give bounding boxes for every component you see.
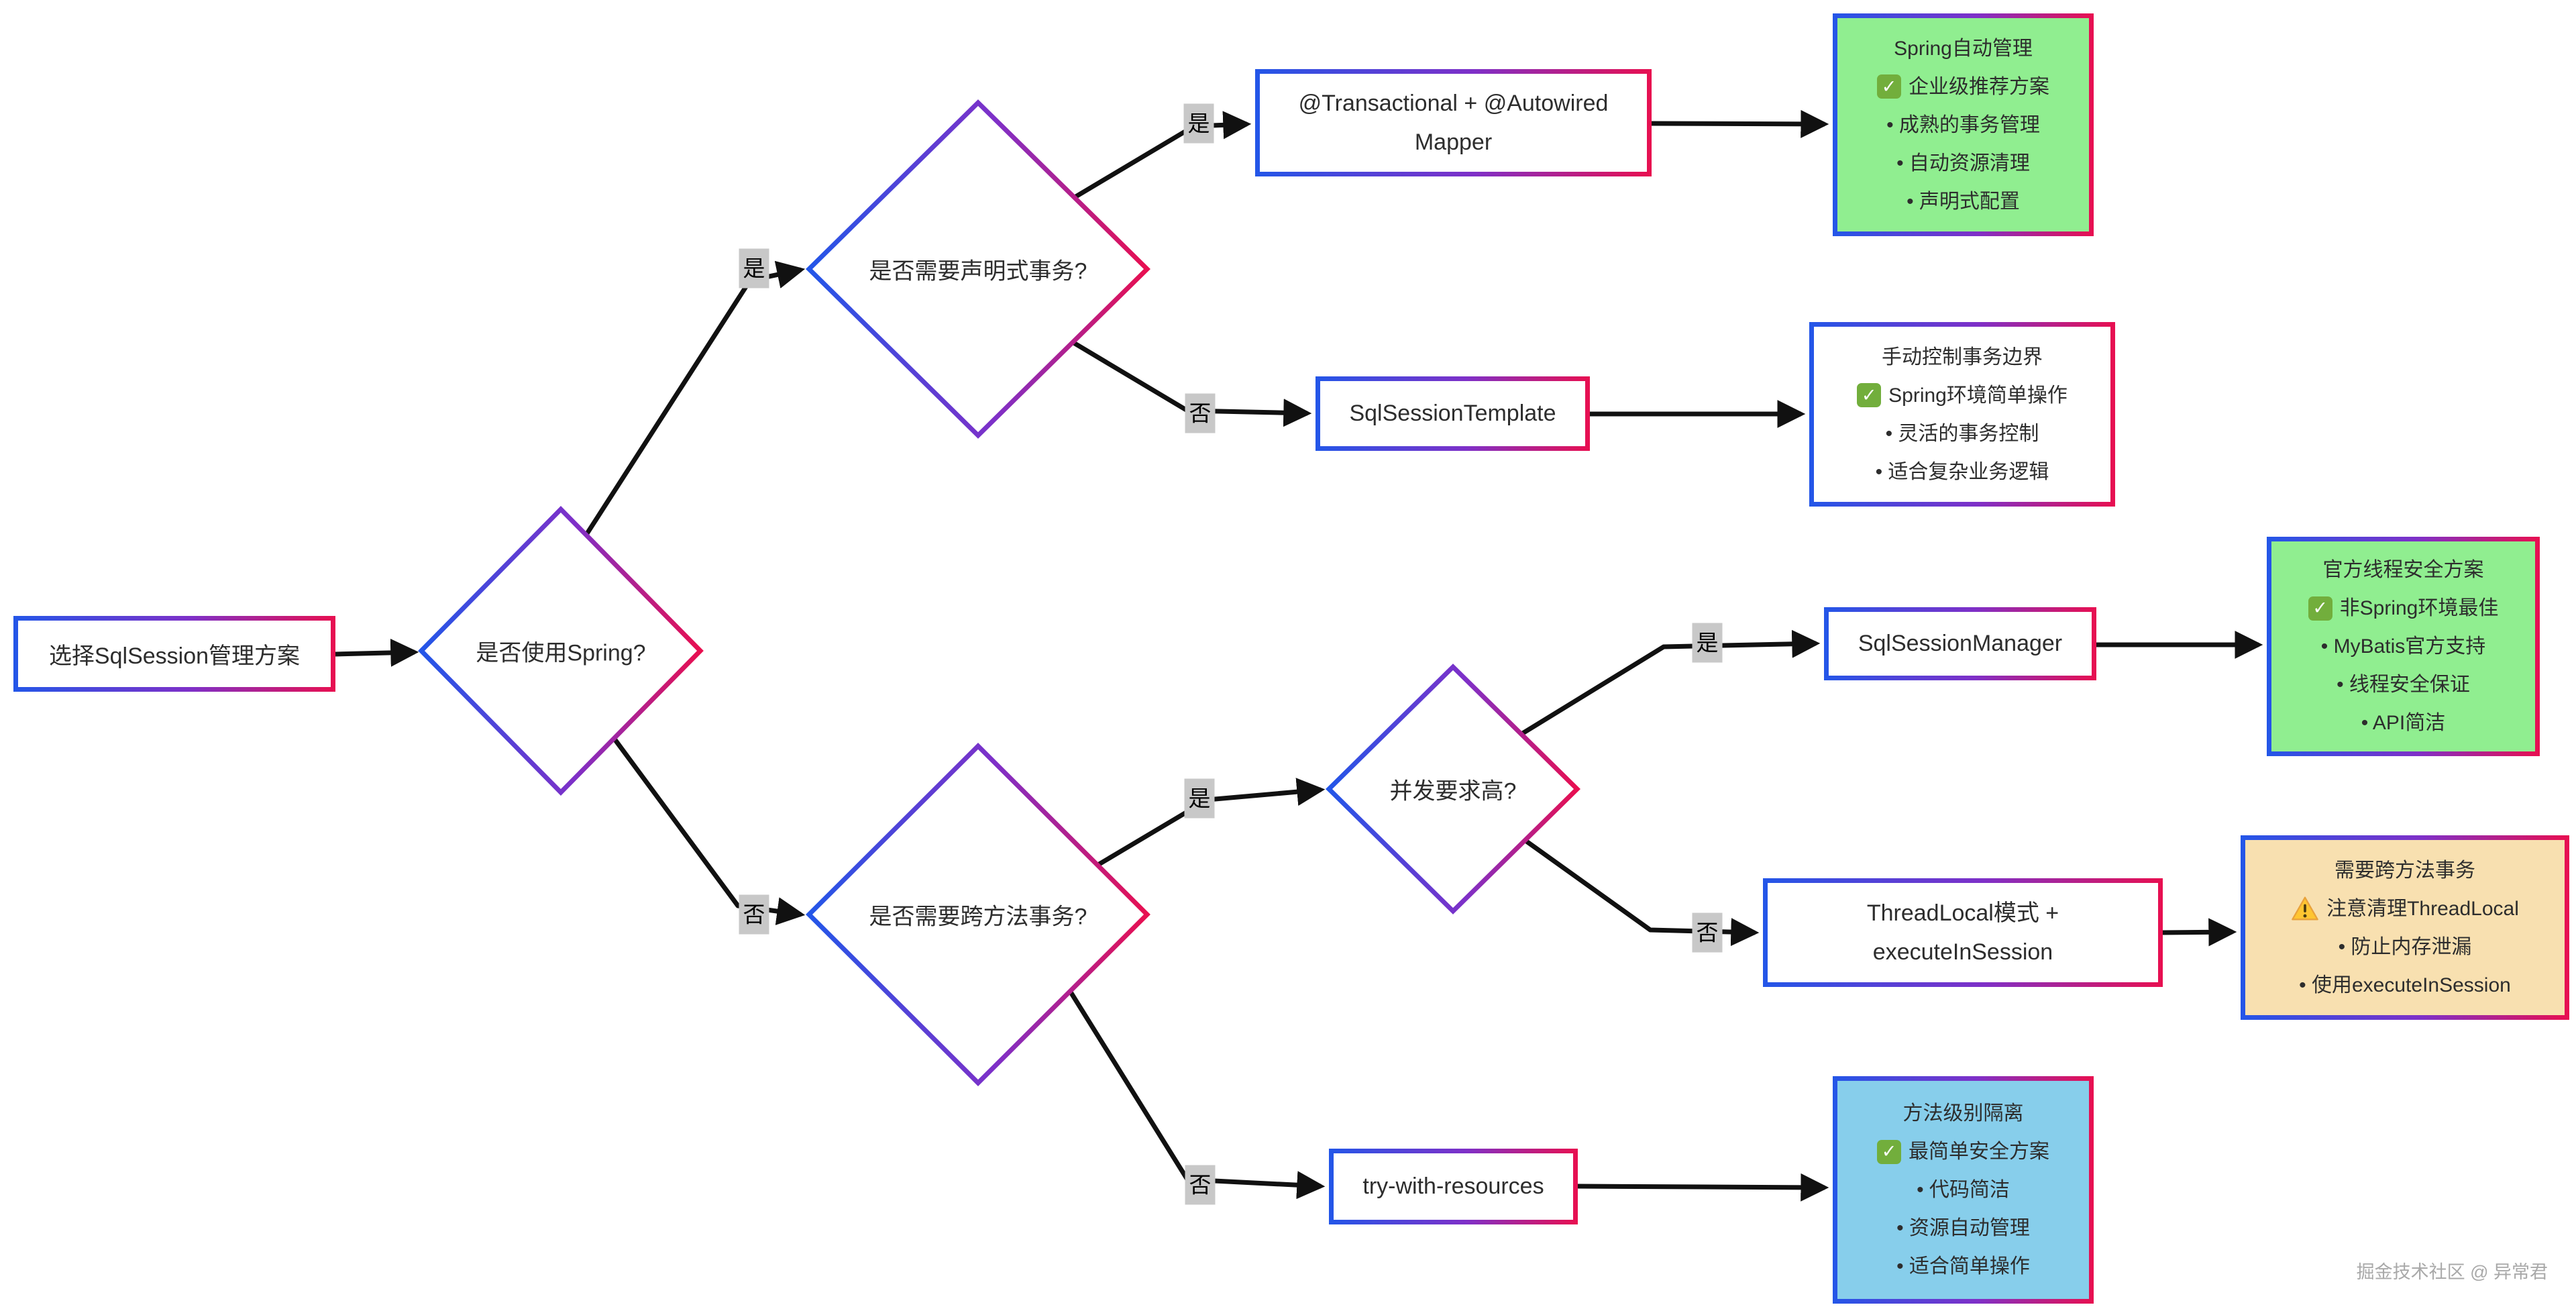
check-icon xyxy=(1857,383,1882,407)
warning-icon xyxy=(2292,896,2318,921)
watermark: 掘金技术社区 @ 异常君 xyxy=(2356,1262,2548,1282)
edge-threadlocal-result xyxy=(2162,918,2237,947)
result-bullet: • 适合复杂业务逻辑 xyxy=(1875,460,2049,483)
edge-label-concurrency-no: 否 xyxy=(1692,912,1723,953)
node-sqlsessionmanager: SqlSessionManager xyxy=(1824,607,2096,680)
result-bullet: • 代码简洁 xyxy=(1917,1179,2010,1201)
edge-label-declarative-no: 否 xyxy=(1185,393,1216,433)
edge-tryresources-result xyxy=(1577,1173,1829,1202)
check-icon xyxy=(2308,596,2332,621)
result-method-isolation: 方法级别隔离 最简单安全方案 • 代码简洁 • 资源自动管理 • 适合简单操作 xyxy=(1833,1076,2094,1304)
result-check-text: 非Spring环境最佳 xyxy=(2339,597,2499,619)
result-check-text: 企业级推荐方案 xyxy=(1909,75,2049,98)
edge-label-concurrency-yes: 是 xyxy=(1692,623,1723,663)
edge-label-spring-yes: 是 xyxy=(739,248,769,289)
result-title: 官方线程安全方案 xyxy=(2322,559,2484,581)
result-bullet: • 资源自动管理 xyxy=(1896,1217,2030,1239)
decision-declarative-tx-diamond xyxy=(806,99,1150,439)
edge-concurrency-manager xyxy=(1520,629,1821,736)
edge-usespring-declarative xyxy=(583,260,806,538)
result-warning-text: 注意清理ThreadLocal xyxy=(2326,897,2519,920)
check-icon xyxy=(1877,74,1901,99)
result-title: 方法级别隔离 xyxy=(1902,1102,2024,1124)
result-bullet: • 灵活的事务控制 xyxy=(1885,422,2039,445)
result-bullet: • 防止内存泄漏 xyxy=(2338,935,2472,958)
result-bullet: • 线程安全保证 xyxy=(2337,674,2470,696)
result-bullet: • API简洁 xyxy=(2361,712,2446,734)
edge-declarative-transactional xyxy=(1073,111,1252,200)
node-start-label: 选择SqlSession管理方案 xyxy=(18,621,331,687)
result-cross-method-warn: 需要跨方法事务 注意清理ThreadLocal • 防止内存泄漏 • 使用exe… xyxy=(2241,835,2569,1020)
node-threadlocal-line1: ThreadLocal模式 + xyxy=(1866,900,2059,926)
edge-label-declarative-yes: 是 xyxy=(1183,103,1214,144)
result-check-text: 最简单安全方案 xyxy=(1909,1141,2049,1163)
result-bullet: • 使用executeInSession xyxy=(2299,974,2511,996)
result-bullet: • MyBatis官方支持 xyxy=(2320,635,2486,658)
result-title: 需要跨方法事务 xyxy=(2334,859,2475,882)
decision-high-concurrency-diamond xyxy=(1326,664,1580,914)
result-manual-tx: 手动控制事务边界 Spring环境简单操作 • 灵活的事务控制 • 适合复杂业务… xyxy=(1809,322,2115,507)
node-sqlsessiontemplate: SqlSessionTemplate xyxy=(1316,376,1590,451)
edge-label-cross-no: 否 xyxy=(1185,1165,1216,1205)
decision-use-spring-diamond xyxy=(418,506,704,796)
edge-label-spring-no: 否 xyxy=(739,894,769,935)
decision-cross-method-tx-diamond xyxy=(806,743,1150,1086)
decision-high-concurrency-label: 并发要求高? xyxy=(1389,778,1517,804)
edge-crossmethod-tryresources xyxy=(1068,990,1326,1200)
result-bullet: • 成熟的事务管理 xyxy=(1886,113,2040,136)
node-transactional-line2: Mapper xyxy=(1414,129,1493,155)
result-title: Spring自动管理 xyxy=(1894,37,2033,60)
result-bullet: • 适合简单操作 xyxy=(1896,1255,2030,1277)
node-threadlocal: ThreadLocal模式 + executeInSession xyxy=(1763,878,2163,987)
result-bullet: • 声明式配置 xyxy=(1907,190,2020,213)
edge-label-cross-yes: 是 xyxy=(1184,778,1215,819)
node-try-with-resources: try-with-resources xyxy=(1329,1149,1578,1224)
node-sqlsessionmanager-label: SqlSessionManager xyxy=(1829,612,2092,676)
node-threadlocal-line2: executeInSession xyxy=(1872,939,2053,965)
result-title: 手动控制事务边界 xyxy=(1882,346,2043,368)
edge-usespring-crossmethod xyxy=(612,736,806,925)
node-try-with-resources-label: try-with-resources xyxy=(1334,1153,1573,1220)
decision-cross-method-tx-label: 是否需要跨方法事务? xyxy=(869,904,1087,930)
result-check-text: Spring环境简单操作 xyxy=(1888,384,2068,407)
node-sqlsessiontemplate-label: SqlSessionTemplate xyxy=(1320,381,1585,446)
result-bullet: • 自动资源清理 xyxy=(1896,152,2030,174)
node-start: 选择SqlSession管理方案 xyxy=(13,616,335,692)
node-transactional-mapper: @Transactional + @Autowired Mapper xyxy=(1255,69,1652,176)
edge-start-usespring xyxy=(335,638,419,667)
decision-use-spring-label: 是否使用Spring? xyxy=(476,640,646,666)
decision-declarative-tx-label: 是否需要声明式事务? xyxy=(869,258,1087,284)
result-spring-auto: Spring自动管理 企业级推荐方案 • 成熟的事务管理 • 自动资源清理 • … xyxy=(1833,13,2094,236)
edge-transactional-result xyxy=(1651,109,1829,138)
result-official-thread-safe: 官方线程安全方案 非Spring环境最佳 • MyBatis官方支持 • 线程安… xyxy=(2267,537,2540,756)
node-transactional-line1: @Transactional + @Autowired xyxy=(1298,91,1609,116)
check-icon xyxy=(1877,1139,1901,1164)
